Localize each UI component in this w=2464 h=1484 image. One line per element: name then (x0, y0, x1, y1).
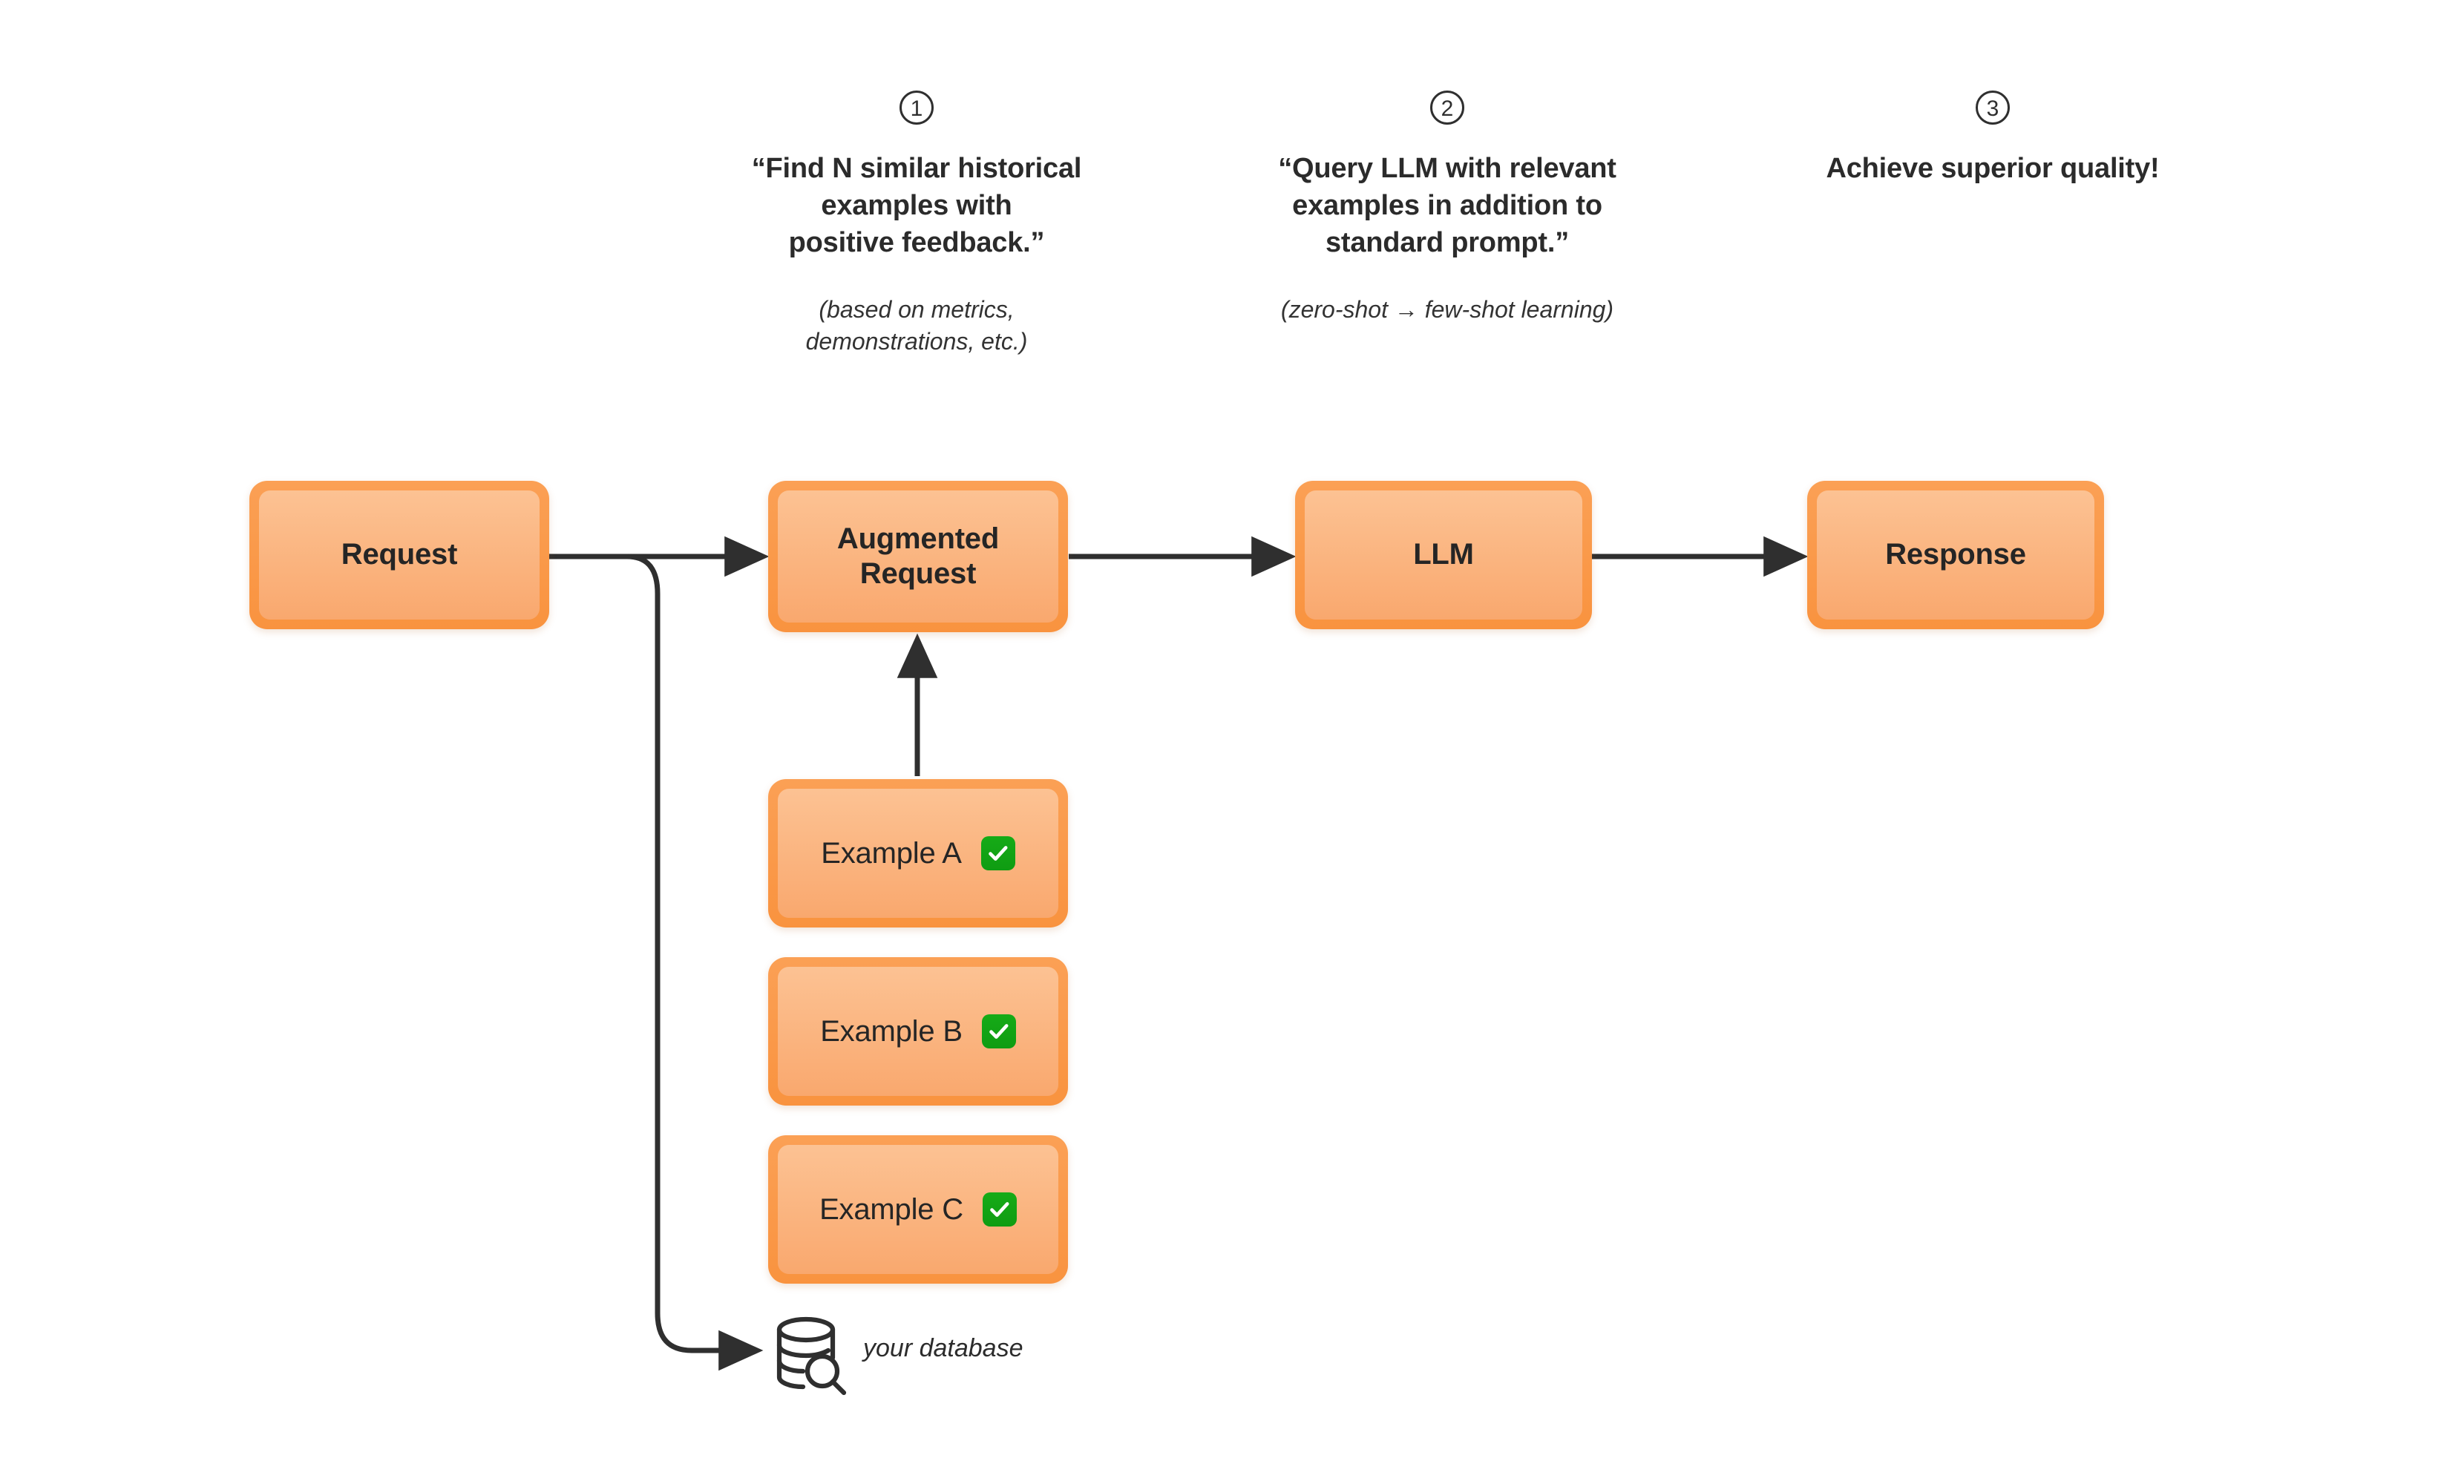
database-search-icon (776, 1316, 847, 1396)
check-mark-icon (980, 836, 1015, 870)
node-request[interactable]: Request (249, 481, 549, 629)
node-response-label: Response (1885, 538, 2026, 571)
node-llm-label: LLM (1413, 538, 1474, 571)
node-response-body: Response (1817, 490, 2094, 620)
node-example-b[interactable]: Example B (768, 957, 1068, 1106)
node-example-b-body: Example B (778, 967, 1058, 1096)
node-example-c[interactable]: Example C (768, 1135, 1068, 1284)
step-subtext-2: (zero-shot → few-shot learning) (1280, 296, 1614, 324)
node-augmented-request-label: Augmented Request (836, 522, 1000, 590)
node-llm[interactable]: LLM (1295, 481, 1592, 629)
step-subtext-1: (based on metrics, demonstrations, etc.) (805, 296, 1028, 355)
node-response[interactable]: Response (1807, 481, 2104, 629)
step-annotation-3: 3 Achieve superior quality! (1733, 91, 2252, 187)
step-annotation-1: 1 “Find N similar historical examples wi… (694, 91, 1139, 358)
step-badge-1: 1 (900, 91, 934, 125)
node-llm-body: LLM (1305, 490, 1582, 620)
node-augmented-request[interactable]: Augmented Request (768, 481, 1068, 632)
step-badge-3: 3 (1976, 91, 2010, 125)
step-headline-3: Achieve superior quality! (1826, 153, 2160, 184)
step-headline-2: “Query LLM with relevant examples in add… (1278, 153, 1616, 259)
check-mark-icon (981, 1014, 1016, 1048)
node-request-body: Request (259, 490, 540, 620)
node-augmented-request-body: Augmented Request (778, 490, 1058, 623)
check-mark-icon (982, 1192, 1017, 1227)
node-request-label: Request (341, 538, 458, 571)
step-badge-2: 2 (1430, 91, 1464, 125)
branch-request-to-database (594, 554, 764, 1371)
step-annotation-2: 2 “Query LLM with relevant examples in a… (1217, 91, 1677, 326)
node-example-a-body: Example A (778, 789, 1058, 918)
step-headline-1: “Find N similar historical examples with… (751, 153, 1082, 259)
database-caption: your database (863, 1334, 1023, 1362)
node-example-b-label: Example B (820, 1014, 963, 1048)
node-example-c-label: Example C (819, 1192, 963, 1226)
node-example-a[interactable]: Example A (768, 779, 1068, 928)
node-example-a-label: Example A (821, 836, 962, 870)
node-example-c-body: Example C (778, 1145, 1058, 1274)
